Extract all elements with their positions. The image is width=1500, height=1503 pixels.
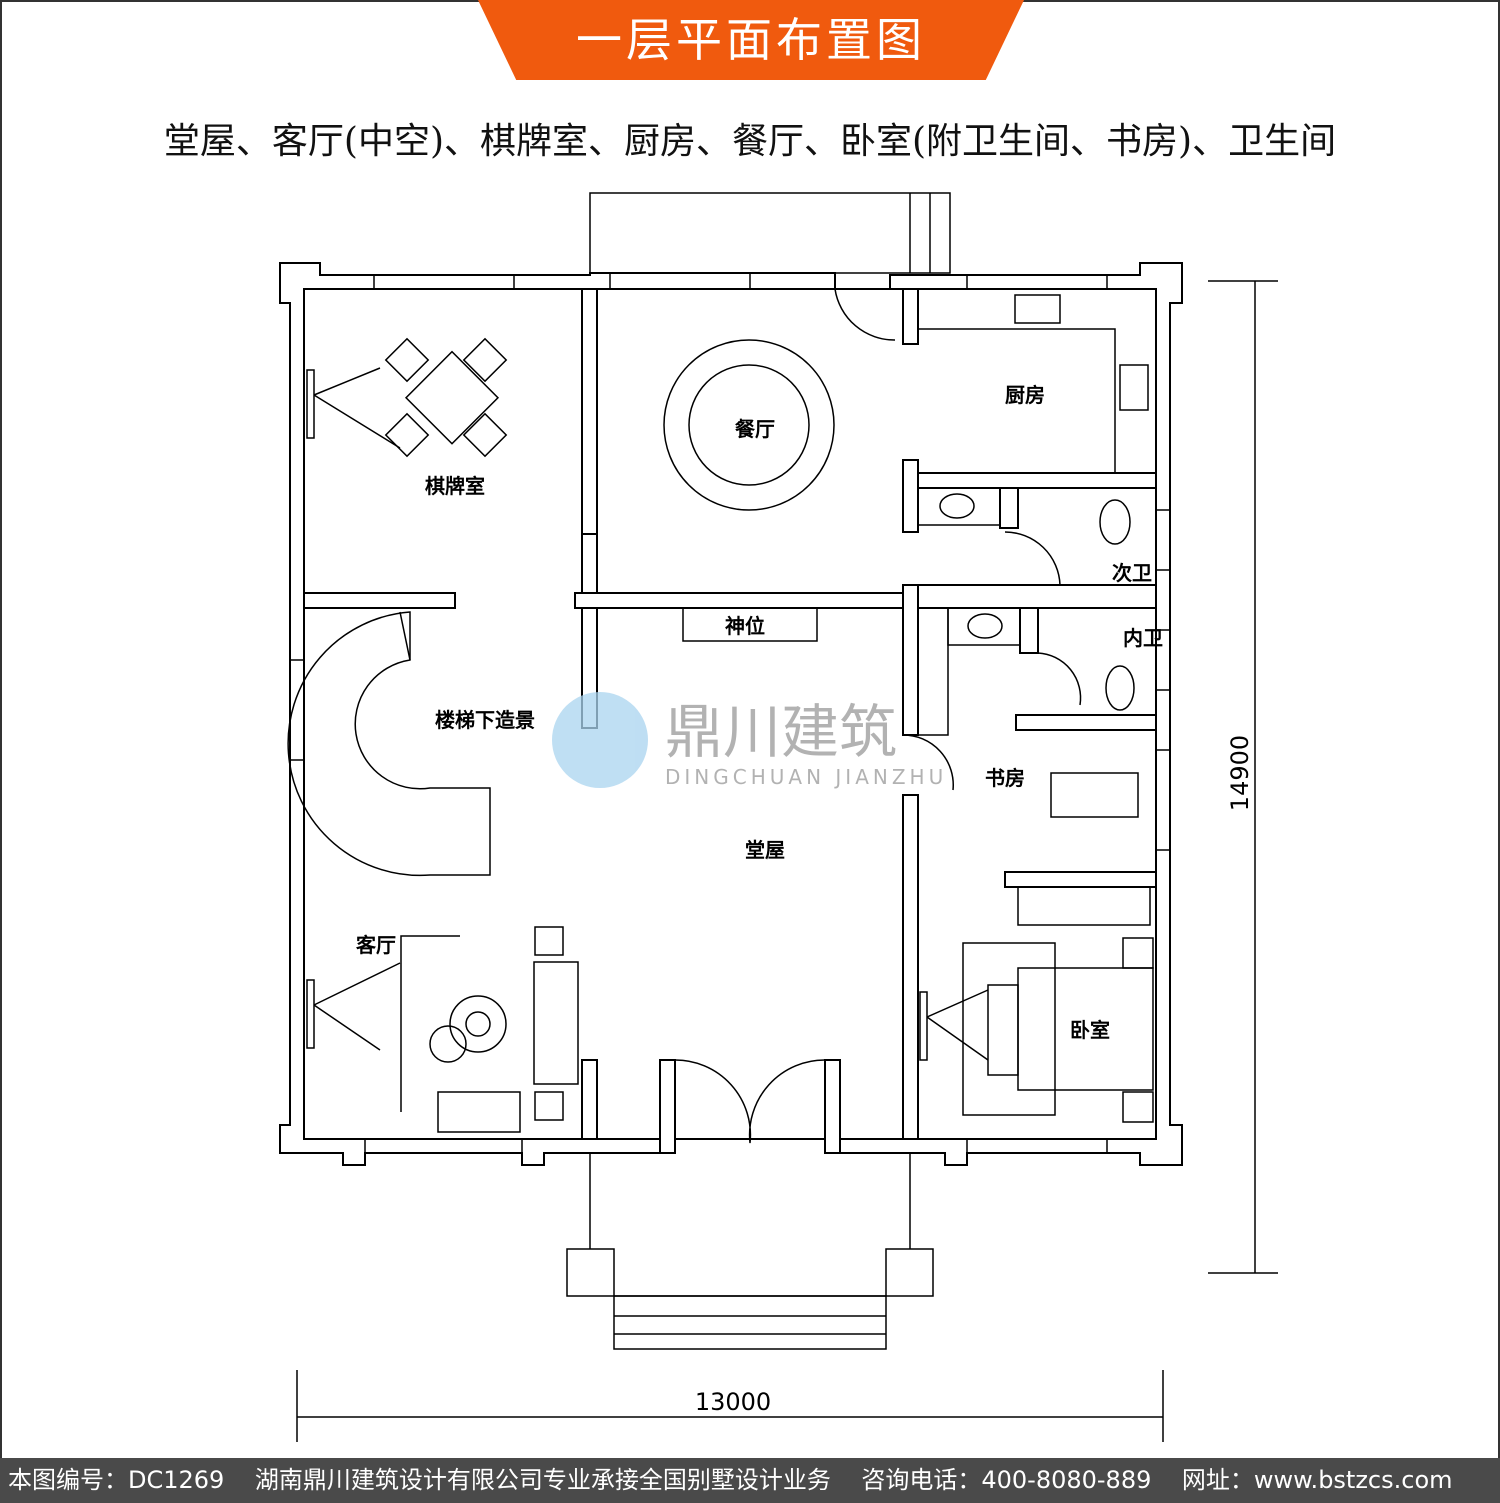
door-arc	[834, 288, 896, 341]
room-label-stair: 楼梯下造景	[435, 708, 535, 732]
room-label-bath2: 次卫	[1112, 561, 1152, 585]
door-arc	[1037, 652, 1082, 706]
room-label-chess: 棋牌室	[425, 474, 485, 498]
footer-bar: 本图编号：DC1269 湖南鼎川建筑设计有限公司专业承接全国别墅设计业务 咨询电…	[0, 1458, 1500, 1503]
dimension-width: 13000	[296, 1370, 1164, 1442]
door-arc	[902, 734, 954, 791]
svg-text:鼎川建筑: 鼎川建筑	[665, 698, 897, 766]
study-desk	[1050, 772, 1139, 818]
door-arc	[1004, 531, 1061, 586]
shrine-table	[682, 607, 818, 642]
room-label-living: 客厅	[355, 933, 396, 957]
living-room-furniture	[400, 926, 579, 1133]
room-label-shrine: 神位	[725, 614, 765, 638]
svg-text:13000: 13000	[695, 1388, 771, 1416]
dining-table	[663, 339, 835, 511]
page-title: 一层平面布置图	[478, 0, 1024, 80]
outer-walls	[279, 262, 1183, 1166]
svg-text:DINGCHUAN JIANZHU: DINGCHUAN JIANZHU	[665, 765, 947, 789]
staircase	[287, 611, 491, 877]
watermark-logo-icon	[552, 692, 648, 788]
rear-porch	[589, 192, 951, 274]
bed	[962, 937, 1154, 1123]
room-label-inner-bath: 内卫	[1123, 626, 1163, 650]
room-label-study: 书房	[985, 766, 1025, 790]
front-steps	[566, 1153, 934, 1350]
room-label-bedroom: 卧室	[1070, 1018, 1110, 1042]
svg-text:14900: 14900	[1226, 735, 1254, 811]
main-entrance-door	[674, 1059, 826, 1144]
room-list-subtitle: 堂屋、客厅(中空)、棋牌室、厨房、餐厅、卧室(附卫生间、书房)、卫生间	[163, 121, 1337, 162]
room-label-hall: 堂屋	[745, 838, 785, 862]
interior-walls	[303, 288, 1157, 1154]
chess-table	[404, 350, 500, 445]
dimension-depth: 14900	[1208, 280, 1278, 1274]
room-label-kitchen: 厨房	[1005, 383, 1045, 407]
watermark: 鼎川建筑 DINGCHUAN JIANZHU	[552, 692, 947, 789]
room-label-dining: 餐厅	[735, 417, 775, 441]
